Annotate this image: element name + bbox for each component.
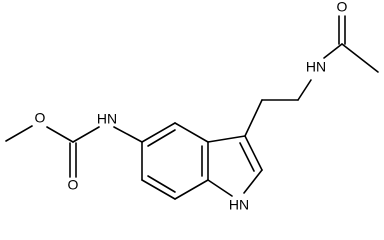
carbamate-carbonyl-oxygen-label: O — [68, 177, 79, 193]
bond-amide-nitrogen-carbon — [323, 43, 343, 59]
bond-pyrrole-c3-c2 — [244, 135, 263, 171]
carbamate-nitrogen-label: HN — [97, 111, 117, 127]
bond-benzene-5 — [141, 179, 176, 200]
molecule-structure: O O HN H​N HN O — [5, 0, 379, 213]
bond-pyrrole-c3a-c3 — [207, 135, 246, 143]
bond-benzene-inner-3 — [147, 175, 176, 193]
bond-carbamate-carbon-nitrogen — [72, 126, 100, 143]
indole-nitrogen-label: H​N — [229, 197, 249, 213]
bond-pyrrole-c3-c2-inner — [239, 142, 255, 172]
atom-labels: O O HN H​N HN O — [35, 0, 348, 213]
bond-lines — [5, 15, 379, 200]
ester-oxygen-label: O — [35, 110, 46, 126]
bond-benzene-2 — [174, 122, 209, 143]
bond-benzene-4 — [174, 179, 209, 200]
bond-methyl-oxygen — [5, 125, 33, 142]
amide-oxygen-label: O — [337, 0, 348, 15]
bond-nitrogen-ring — [113, 126, 143, 143]
bond-benzene-inner-1 — [147, 129, 176, 147]
bond-chain-1 — [244, 99, 263, 137]
bond-chain-3 — [297, 79, 312, 101]
amide-nitrogen-label: HN — [306, 59, 326, 75]
bond-pyrrole-n1-c7a — [207, 179, 233, 197]
bond-amide-methyl — [341, 43, 379, 73]
bond-benzene-1 — [141, 122, 176, 143]
bond-pyrrole-c2-n1 — [243, 169, 263, 194]
bond-oxygen-carbamate-carbon — [46, 126, 74, 143]
